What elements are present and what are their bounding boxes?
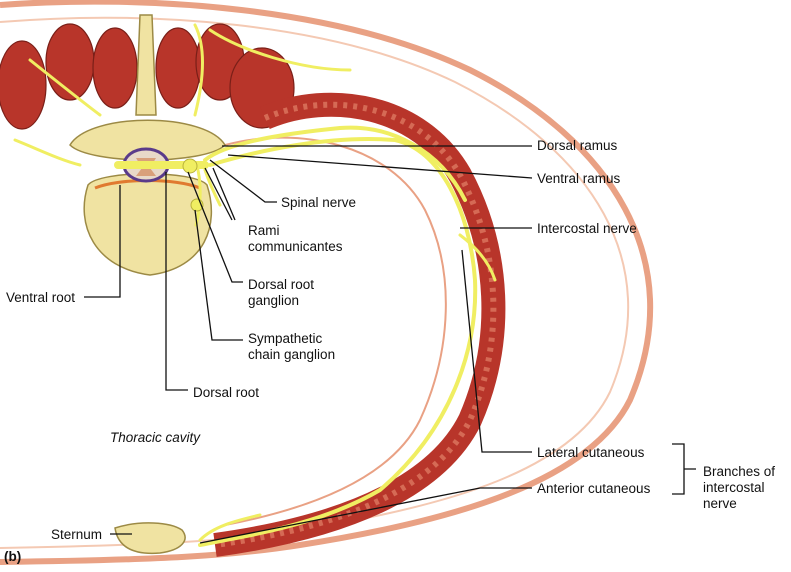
label-dorsal-ramus: Dorsal ramus xyxy=(537,138,618,153)
label-branches-line3: nerve xyxy=(703,496,737,511)
label-thoracic-cavity: Thoracic cavity xyxy=(110,430,201,445)
leader-anterior-cutaneous xyxy=(199,487,532,544)
back-muscle-left-inner xyxy=(92,27,138,109)
leader-rami-2 xyxy=(212,167,236,221)
label-lateral-cutaneous: Lateral cutaneous xyxy=(537,445,645,460)
leader-dorsal-root xyxy=(165,172,188,391)
label-rami-communicantes-line2: communicantes xyxy=(248,239,343,254)
label-branches-line1: Branches of xyxy=(703,464,776,479)
skin-outline xyxy=(0,0,654,565)
bracket-branches xyxy=(672,443,696,495)
leader-spinal-nerve xyxy=(209,159,277,203)
lateral-cutaneous-branch xyxy=(458,233,497,282)
label-ventral-root: Ventral root xyxy=(6,290,76,305)
leader-ventral-root xyxy=(84,185,121,298)
intercostal-muscle-highlight xyxy=(214,101,497,548)
sternum-bone xyxy=(114,522,186,555)
leader-sympathetic-ganglion xyxy=(194,209,243,341)
vertebral-body xyxy=(83,173,213,276)
label-spinal-nerve: Spinal nerve xyxy=(281,195,357,210)
label-branches-line2: intercostal xyxy=(703,480,765,495)
back-muscle-right-inner xyxy=(155,27,201,109)
panel-label: (b) xyxy=(4,549,22,564)
label-dorsal-root: Dorsal root xyxy=(193,385,260,400)
leader-lateral-cutaneous xyxy=(461,249,532,453)
vertebral-lamina xyxy=(69,119,226,161)
back-muscle-left-outer xyxy=(0,40,47,130)
upper-dorsal-branches xyxy=(193,23,352,117)
dorsal-ramus-nerve xyxy=(203,125,467,202)
dorsal-root-ganglion-shape xyxy=(182,158,198,174)
label-sternum: Sternum xyxy=(51,527,103,542)
spinous-process xyxy=(135,14,157,116)
label-dorsal-root-ganglion-line1: Dorsal root xyxy=(248,277,315,292)
label-dorsal-root-ganglion-line2: ganglion xyxy=(248,293,300,308)
leader-lines xyxy=(84,145,696,544)
intercostal-muscle-band xyxy=(213,92,506,557)
pleura-line xyxy=(224,136,447,526)
ventral-ramus-nerve xyxy=(198,137,478,547)
label-anterior-cutaneous: Anterior cutaneous xyxy=(537,481,651,496)
label-ventral-ramus: Ventral ramus xyxy=(537,171,621,186)
leader-ventral-ramus xyxy=(227,154,533,179)
label-sympathetic-chain-ganglion-line2: chain ganglion xyxy=(248,347,336,362)
anterior-cutaneous-branch xyxy=(198,513,262,542)
label-rami-communicantes-line1: Rami xyxy=(248,223,280,238)
leader-dorsal-root-ganglion xyxy=(187,171,243,283)
left-dorsal-branches xyxy=(13,58,102,167)
back-muscle-left-mid xyxy=(45,23,95,101)
label-sympathetic-chain-ganglion-line1: Sympathetic xyxy=(248,331,323,346)
label-intercostal-nerve: Intercostal nerve xyxy=(537,221,637,236)
leader-rami-1 xyxy=(204,167,233,221)
